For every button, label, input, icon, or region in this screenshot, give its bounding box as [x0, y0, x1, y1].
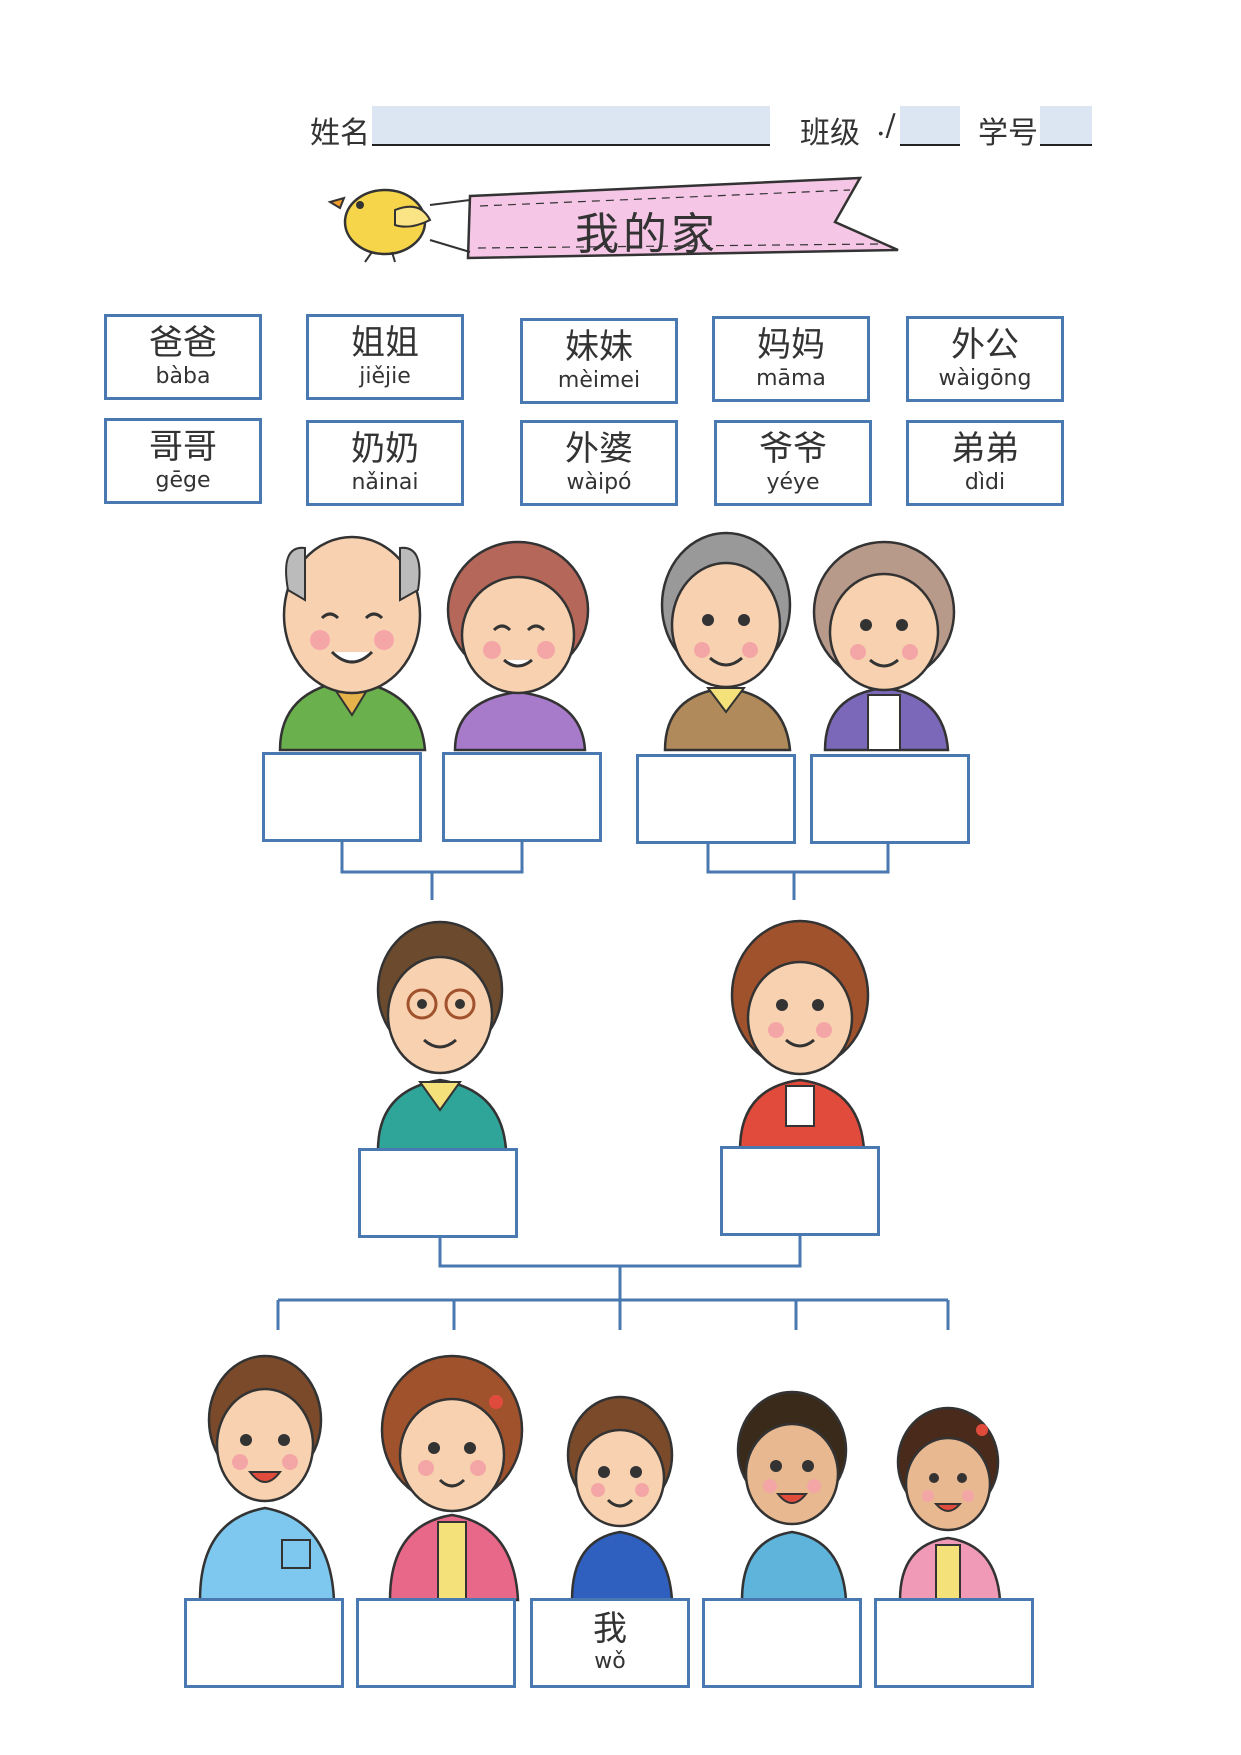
student-number-field[interactable] [1040, 106, 1092, 146]
mother-illustration [730, 919, 870, 1152]
word-hanzi: 哥哥 [149, 427, 217, 467]
answer-box-father[interactable] [358, 1148, 518, 1238]
word-hanzi: 妹妹 [565, 327, 633, 367]
word-hanzi: 妈妈 [757, 325, 825, 365]
answer-box-me: 我 wǒ [530, 1598, 690, 1688]
word-hanzi: 外婆 [565, 429, 633, 469]
me-pinyin: wǒ [594, 1649, 626, 1674]
father-illustration [376, 920, 508, 1152]
older-brother-illustration [198, 1354, 336, 1602]
name-label: 姓名 [310, 116, 370, 151]
class-label: 班级 [800, 116, 860, 151]
word-hanzi: 爷爷 [759, 429, 827, 469]
word-pinyin: bàba [155, 364, 211, 389]
younger-sister-illustration [896, 1406, 1002, 1602]
word-pinyin: dìdi [964, 470, 1006, 495]
word-hanzi: 弟弟 [951, 429, 1019, 469]
answer-box-grandmother-maternal[interactable] [810, 754, 970, 844]
word-pinyin: wàipó [566, 470, 632, 495]
answer-box-older-brother[interactable] [184, 1598, 344, 1688]
word-pinyin: māma [756, 366, 826, 391]
word-pinyin: gēge [155, 468, 211, 493]
answer-box-younger-sister[interactable] [874, 1598, 1034, 1688]
class-separator: ./ [876, 108, 896, 143]
word-hanzi: 外公 [951, 325, 1019, 365]
answer-box-younger-brother[interactable] [702, 1598, 862, 1688]
grandmother-paternal-illustration [446, 540, 590, 752]
answer-box-grandfather-maternal[interactable] [636, 754, 796, 844]
word-hanzi: 爸爸 [149, 323, 217, 363]
word-pinyin: jiějie [359, 364, 411, 389]
word-hanzi: 姐姐 [351, 323, 419, 363]
word-pinyin: mèimei [557, 368, 641, 393]
older-sister-illustration [380, 1354, 524, 1602]
answer-box-grandmother-paternal[interactable] [442, 752, 602, 842]
grandfather-paternal-illustration [278, 535, 427, 752]
grandmother-maternal-illustration [812, 540, 956, 752]
word-pinyin: nǎinai [351, 470, 419, 495]
answer-box-grandfather-paternal[interactable] [262, 752, 422, 842]
answer-box-mother[interactable] [720, 1146, 880, 1236]
name-field[interactable] [372, 106, 770, 146]
word-pinyin: yéye [766, 470, 820, 495]
me-hanzi: 我 [593, 1609, 627, 1649]
grandfather-maternal-illustration [660, 531, 792, 752]
word-pinyin: wàigōng [938, 366, 1032, 391]
answer-box-older-sister[interactable] [356, 1598, 516, 1688]
younger-brother-illustration [736, 1390, 848, 1602]
word-hanzi: 奶奶 [351, 429, 419, 469]
class-field[interactable] [900, 106, 960, 146]
page-title: 我的家 [575, 209, 719, 260]
number-label: 学号 [978, 116, 1038, 151]
me-illustration [566, 1395, 674, 1602]
